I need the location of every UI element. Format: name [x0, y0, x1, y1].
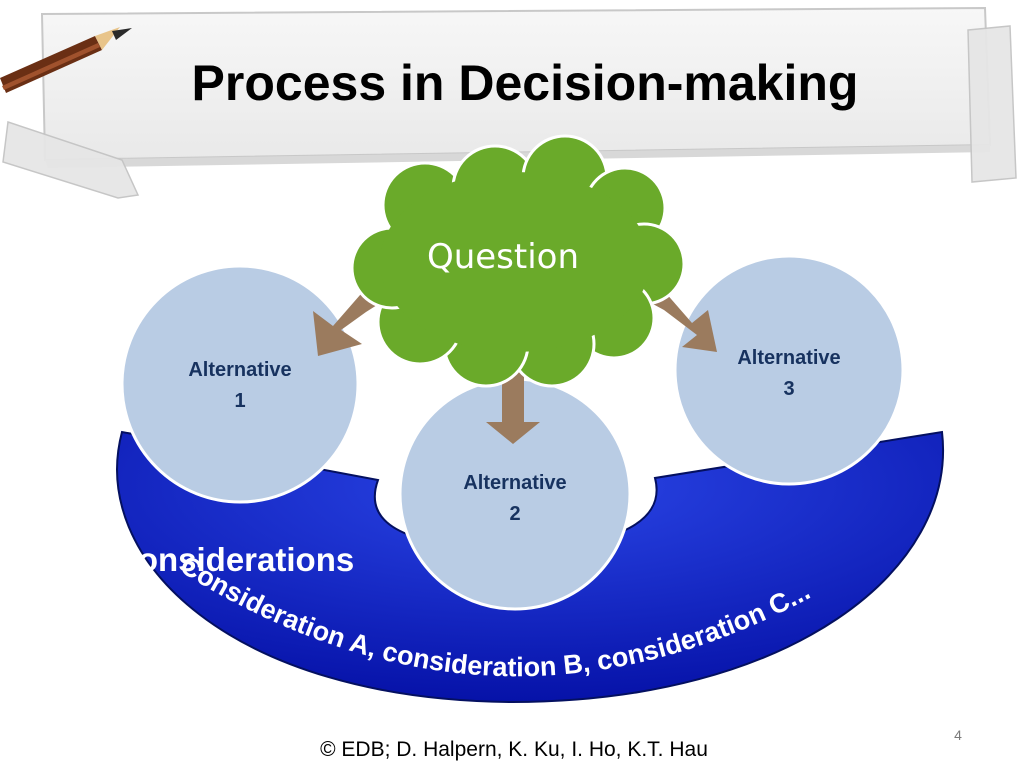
- question-label: Question: [427, 237, 579, 277]
- arrow-to-alternative-2: [486, 350, 540, 444]
- tape-icon: [2, 25, 1017, 199]
- alternative-1-number: 1: [234, 390, 245, 412]
- considerations-title: Considerations: [114, 541, 354, 578]
- alternative-3-label: Alternative: [737, 347, 840, 369]
- alternative-1: Alternative 1: [120, 264, 360, 504]
- page-title: Process in Decision-making: [192, 55, 859, 111]
- alternative-2-number: 2: [509, 503, 520, 525]
- alternative-3: Alternative 3: [673, 254, 905, 486]
- question-cloud: Question: [350, 134, 686, 388]
- arrow-to-alternative-1: [313, 287, 385, 356]
- pencil-icon: [0, 27, 132, 93]
- page-number: 4: [954, 727, 962, 743]
- alternative-2-label: Alternative: [463, 472, 566, 494]
- footer-credit: © EDB; D. Halpern, K. Ku, I. Ho, K.T. Ha…: [320, 738, 708, 761]
- alternative-3-number: 3: [783, 378, 794, 400]
- alternative-1-label: Alternative: [188, 359, 291, 381]
- alternative-2: Alternative 2: [398, 377, 632, 611]
